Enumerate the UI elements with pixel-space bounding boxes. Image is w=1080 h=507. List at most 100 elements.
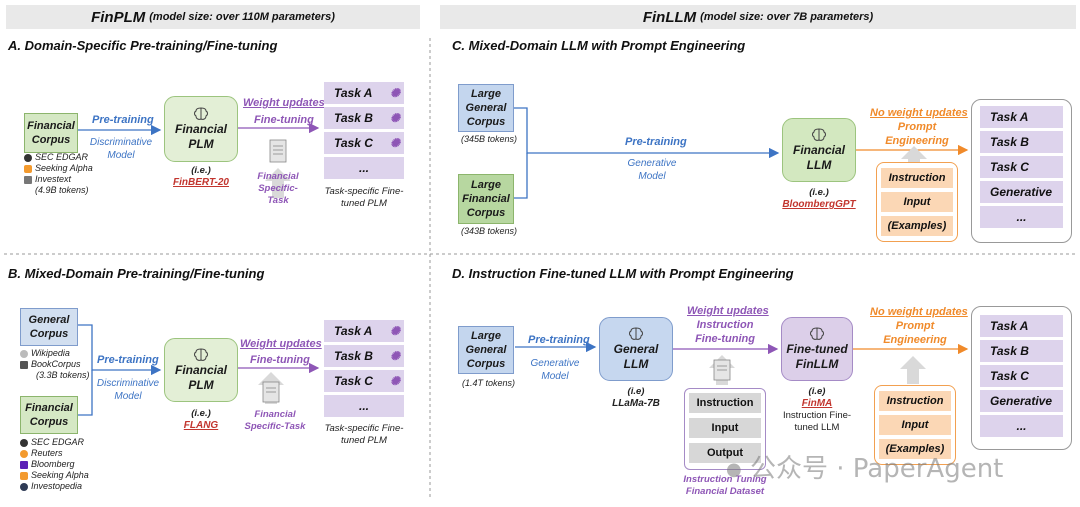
tasks-container-d: [971, 306, 1072, 450]
task-caption-b: Financial Specific-Task: [244, 409, 306, 432]
dataset-instruction-d: Instruction: [689, 393, 761, 413]
task-a-c: Task A: [980, 106, 1063, 128]
bloomberggpt-link[interactable]: BloombergGPT: [782, 199, 856, 210]
finplm-subtitle: (model size: over 110M parameters): [149, 11, 335, 23]
source-investopedia: Investopedia: [31, 481, 83, 491]
financial-llm-c: Financial LLM: [782, 118, 856, 182]
brain-icon: [194, 347, 208, 361]
general-llm-d: General LLM: [599, 317, 673, 381]
source-seeking-alpha: Seeking Alpha: [35, 163, 93, 173]
pretrain-caption-d: Generative Model: [530, 358, 580, 382]
task-b-d: Task B: [980, 340, 1063, 362]
financial-corpus-a: Financial Corpus: [24, 113, 78, 153]
finma-link[interactable]: FinMA: [801, 398, 833, 409]
dataset-caption-d: Instruction Tuning Financial Dataset: [683, 474, 767, 497]
financial-sources-b: SEC EDGAR Reuters Bloomberg Seeking Alph…: [20, 437, 89, 492]
general-tokens-c: (345B tokens): [461, 134, 518, 144]
section-d-title: D. Instruction Fine-tuned LLM with Promp…: [452, 266, 794, 281]
prompt-instruction-c: Instruction: [881, 168, 953, 188]
fine-tuning-b: Fine-tuning: [250, 354, 310, 366]
watermark: ● 公众号 · PaperAgent: [726, 454, 1004, 484]
task-caption-a: Financial Specific-Task: [257, 171, 299, 206]
task-more-a: ...: [324, 157, 404, 179]
general-sources-b: Wikipedia BookCorpus (3.3B tokens): [20, 348, 90, 381]
task-a-b: Task A✺: [324, 320, 404, 342]
brain-icon: ✺: [389, 324, 400, 338]
dataset-input-d: Input: [689, 418, 761, 438]
finplm-title: FinPLM: [91, 8, 146, 26]
task-c-c: Task C: [980, 156, 1063, 178]
prompt-examples-d: (Examples): [879, 439, 951, 459]
finllm-title: FinLLM: [642, 8, 697, 26]
task-a-a: Task A✺: [324, 82, 404, 104]
task-more-c: ...: [980, 206, 1063, 228]
finetuned-model-ref-d: (i.e) FinMA Instruction Fine-tuned LLM: [768, 386, 866, 434]
tokens-b: (3.3B tokens): [36, 370, 90, 380]
output-caption-b: Task-specific Fine-tuned PLM: [324, 423, 404, 446]
dataset-output-d: Output: [689, 443, 761, 463]
brain-icon: ✺: [389, 86, 400, 100]
prompt-instruction-d: Instruction: [879, 391, 951, 411]
instruction-fine-tuning-d: Instruction Fine-tuning: [695, 319, 755, 345]
finllm-subtitle: (model size: over 7B parameters): [700, 11, 874, 23]
task-b-a: Task B✺: [324, 107, 404, 129]
wechat-icon: ●: [726, 459, 742, 480]
task-b-c: Task B: [980, 131, 1063, 153]
sources-a: SEC EDGAR Seeking Alpha Investext (4.9B …: [24, 152, 93, 196]
finetuned-caption-d: Instruction Fine-tuned LLM: [782, 410, 852, 433]
dataset-container-d: [684, 388, 766, 470]
model-ref-b: (i.e.) FLANG: [164, 408, 238, 432]
source-seeking-alpha: Seeking Alpha: [31, 470, 89, 480]
general-model-ref-d: (i.e) LLaMa-7B: [599, 386, 673, 410]
no-weight-updates-d: No weight updates: [870, 306, 968, 318]
fine-tuning-a: Fine-tuning: [254, 114, 314, 126]
flang-link[interactable]: FLANG: [183, 420, 219, 431]
task-generative-c: Generative: [980, 181, 1063, 203]
weight-updates-d: Weight updates: [687, 305, 769, 317]
source-reuters: Reuters: [31, 448, 63, 458]
financial-plm-a: Financial PLM: [164, 96, 238, 162]
brain-icon: [194, 106, 208, 120]
source-bloomberg: Bloomberg: [31, 459, 75, 469]
model-ref-a: (i.e.) FinBERT-20: [164, 165, 238, 189]
large-general-corpus-d: Large General Corpus: [458, 326, 514, 374]
brain-icon: ✺: [389, 349, 400, 363]
task-b-b: Task B✺: [324, 345, 404, 367]
financial-corpus-b: Financial Corpus: [20, 396, 78, 434]
task-more-d: ...: [980, 415, 1063, 437]
financial-plm-b: Financial PLM: [164, 338, 238, 402]
source-sec-edgar: SEC EDGAR: [35, 152, 89, 162]
prompt-input-d: Input: [879, 415, 951, 435]
task-c-a: Task C✺: [324, 132, 404, 154]
pretrain-label-b: Pre-training: [97, 354, 159, 366]
prompt-examples-c: (Examples): [881, 216, 953, 236]
task-c-b: Task C✺: [324, 370, 404, 392]
section-c-title: C. Mixed-Domain LLM with Prompt Engineer…: [452, 38, 746, 53]
brain-icon: [812, 127, 826, 141]
task-more-b: ...: [324, 395, 404, 417]
finbert-link[interactable]: FinBERT-20: [173, 177, 229, 188]
prompt-engineering-d: Prompt Engineering: [883, 320, 947, 346]
general-corpus-b: General Corpus: [20, 308, 78, 346]
pretrain-caption-a: Discriminative Model: [89, 137, 153, 161]
weight-updates-a: Weight updates: [243, 97, 325, 109]
section-a-title: A. Domain-Specific Pre-training/Fine-tun…: [8, 38, 278, 53]
finetuned-finllm-d: Fine-tuned FinLLM: [781, 317, 853, 381]
task-input-arrow-a: [265, 168, 291, 198]
pretrain-label-d: Pre-training: [528, 334, 590, 346]
pretrain-label-c: Pre-training: [625, 136, 687, 148]
task-generative-d: Generative: [980, 390, 1063, 412]
pretrain-caption-c: Generative Model: [627, 158, 677, 182]
model-ref-c: (i.e.) BloombergGPT: [770, 187, 868, 211]
prompt-container-d: [874, 385, 956, 465]
task-a-d: Task A: [980, 315, 1063, 337]
finllm-header: FinLLM (model size: over 7B parameters): [440, 5, 1076, 29]
finplm-header: FinPLM (model size: over 110M parameters…: [6, 5, 420, 29]
no-weight-updates-c: No weight updates: [870, 107, 968, 119]
tasks-container-c: [971, 99, 1072, 243]
large-general-corpus-c: Large General Corpus: [458, 84, 514, 132]
brain-icon: ✺: [389, 111, 400, 125]
task-c-d: Task C: [980, 365, 1063, 387]
weight-updates-b: Weight updates: [240, 338, 322, 350]
